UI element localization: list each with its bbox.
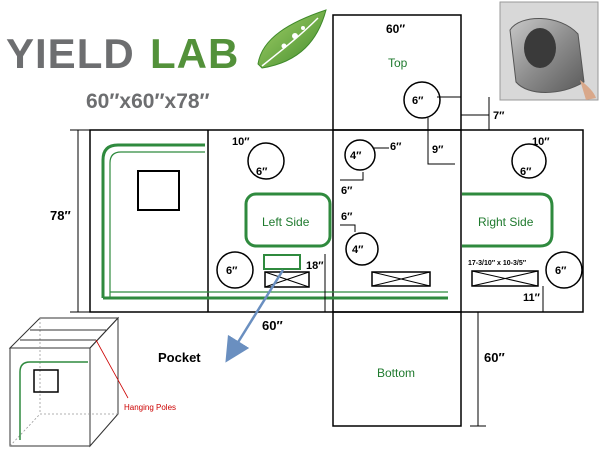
right-upper-vent <box>511 143 547 179</box>
measure-10-right: 10″ <box>532 136 550 148</box>
top-vent-label: 6″ <box>412 95 424 107</box>
right-side-label: Right Side <box>478 215 534 229</box>
measure-11: 11″ <box>523 292 541 304</box>
left-upper-vent-label: 6″ <box>256 166 268 178</box>
leaf-logo-icon <box>257 9 327 69</box>
top-width-label: 60″ <box>386 22 405 36</box>
sketch-window <box>33 369 59 393</box>
front-window <box>137 170 180 211</box>
measure-6-mid: 6″ <box>341 185 353 197</box>
left-lower-vent-label: 6″ <box>226 265 238 277</box>
brand-yield: YIELD <box>6 30 135 77</box>
bottom-panel-label: Bottom <box>377 366 415 380</box>
brand-logo: YIELD LAB <box>6 9 327 77</box>
back-upper-vent <box>344 139 376 171</box>
top-vent <box>403 81 441 119</box>
pocket-label: Pocket <box>158 350 201 365</box>
measure-6-lower: 6″ <box>341 211 353 223</box>
top-vent-leader <box>437 96 489 116</box>
back-upper-vent-label: 4″ <box>350 150 362 162</box>
left-side-label: Left Side <box>262 215 310 229</box>
left-side-door <box>244 192 332 248</box>
back-lower-vent-label: 4″ <box>352 244 364 256</box>
pocket-arrow <box>225 269 285 363</box>
left-upper-vent <box>247 142 285 180</box>
measure-9: 9″ <box>432 144 444 156</box>
bottom-panel <box>332 311 462 427</box>
measure-18: 18″ <box>306 260 324 272</box>
tent-size-label: 60″x60″x78″ <box>86 90 210 113</box>
nine-inch-leader <box>427 118 455 165</box>
measure-7: 7″ <box>493 110 505 122</box>
hanging-poles-pointer <box>95 339 129 399</box>
vent-sleeve-photo <box>499 1 599 101</box>
right-screen <box>471 270 539 287</box>
bottom-width-label: 60″ <box>262 318 283 333</box>
pocket-box <box>263 254 301 270</box>
top-panel-label: Top <box>388 56 408 70</box>
right-lower-vent-label: 6″ <box>555 265 567 277</box>
right-side-door <box>462 192 554 248</box>
front-door-zipper <box>101 143 205 298</box>
height-label: 78″ <box>50 208 71 223</box>
right-lower-vent <box>545 251 583 289</box>
left-lower-vent <box>216 251 254 289</box>
measure-10-left: 10″ <box>232 136 250 148</box>
right-upper-vent-label: 6″ <box>520 166 532 178</box>
brand-lab: LAB <box>150 30 239 77</box>
hanging-poles-label: Hanging Poles <box>124 403 176 412</box>
back-lower-vent <box>345 232 379 266</box>
bottom-depth-label: 60″ <box>484 350 505 365</box>
measure-6-back: 6″ <box>390 141 402 153</box>
screen-size-label: 17-3/10″ x 10-3/5″ <box>468 260 527 267</box>
sketch-door-zipper <box>19 361 88 440</box>
back-screen <box>371 271 431 287</box>
left-screen <box>264 271 310 288</box>
tent-3d-sketch <box>8 316 129 448</box>
